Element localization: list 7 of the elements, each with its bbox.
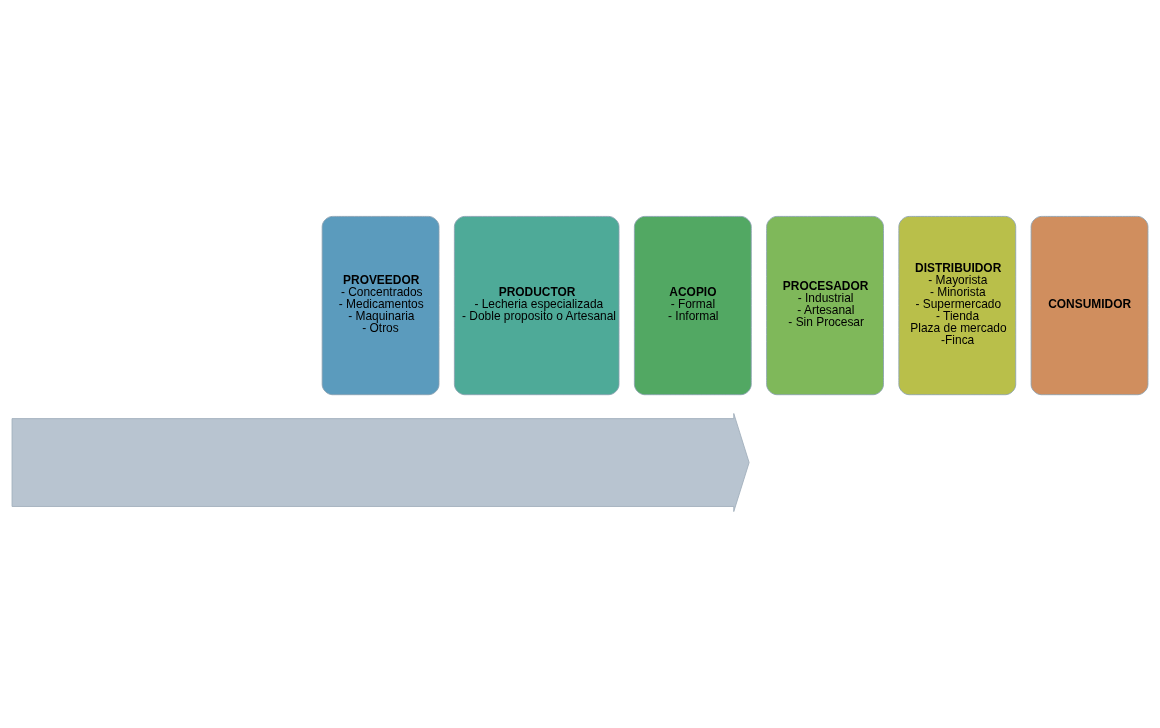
node-box: PRODUCTOR - Lecheria especializada - Doble proposito o Artesanal [453, 216, 620, 396]
node-box: PROVEEDOR - Concentrados - Medicamentos - Maquinaria - Otros [321, 216, 440, 396]
node-box: PROCESADOR - Industrial - Artesanal - Sin Procesar [766, 216, 884, 396]
node-box: DISTRIBUIDOR - Mayorista - Minorista - Supermercado - Tienda Plaza de mercado -Finca [898, 216, 1017, 396]
node-box: CONSUMIDOR [1030, 216, 1149, 396]
node-box: ACOPIO - Formal - Informal [633, 216, 752, 396]
node-arrow [11, 413, 750, 512]
